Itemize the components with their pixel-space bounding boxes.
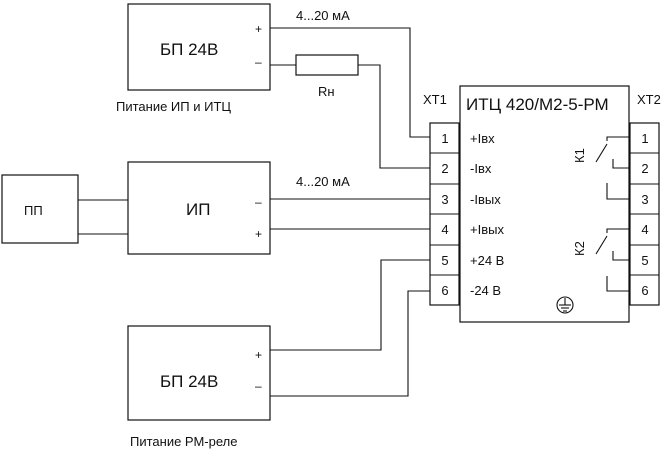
- psu-top-label: БП 24В: [160, 40, 218, 59]
- wire-resistor-to-xt1-2: [358, 64, 430, 169]
- xt1-label: ХТ1: [423, 92, 447, 107]
- resistor-label: Rн: [318, 84, 335, 99]
- relay-k2-no: [606, 276, 630, 292]
- relay-k2-common: [606, 228, 630, 233]
- signal-out-minus: -Iвых: [470, 192, 501, 207]
- ip-plus: +: [255, 227, 262, 241]
- signal-out-plus: +Iвых: [470, 222, 504, 237]
- signal-supply-minus: -24 В: [470, 283, 501, 298]
- current-label-mid: 4...20 мА: [296, 174, 350, 189]
- relay-k1-common: [606, 136, 630, 141]
- psu-bottom-box: [127, 325, 271, 421]
- xt2-terminal-block: 1 2 3 4 5 6: [629, 122, 660, 306]
- primary-sensor: ПП: [1, 174, 79, 244]
- resistor-body: [295, 54, 359, 76]
- xt2-label: ХТ2: [637, 92, 661, 107]
- load-resistor: Rн: [295, 54, 359, 99]
- psu-bottom: БП 24В + – Питание РМ-реле: [127, 325, 271, 449]
- psu-bottom-minus: –: [255, 379, 262, 393]
- itc-device: ИТЦ 420/М2-5-РМ ХТ1 ХТ2 1 2 3 4 5 6 +Iвх…: [423, 85, 661, 323]
- relay-k1-label: К1: [572, 148, 587, 163]
- wires: [78, 27, 430, 397]
- xt2-terminal-2: 2: [641, 161, 648, 176]
- xt2-terminal-1: 1: [641, 131, 648, 146]
- pp-label: ПП: [24, 203, 43, 218]
- wire-psu-plus-to-xt1-1: [270, 27, 430, 138]
- xt1-terminal-4: 4: [441, 222, 448, 237]
- psu-bottom-caption: Питание РМ-реле: [130, 434, 237, 449]
- relay-k2: К2: [572, 228, 630, 292]
- xt2-terminal-6: 6: [641, 283, 648, 298]
- xt2-terminal-5: 5: [641, 253, 648, 268]
- wire-psu2-plus-to-xt1-5: [270, 259, 430, 351]
- psu-top-caption: Питание ИП и ИТЦ: [116, 99, 231, 114]
- psu-top-plus: +: [255, 22, 262, 36]
- xt1-terminal-3: 3: [441, 192, 448, 207]
- relay-k1-contact: [595, 143, 608, 163]
- xt1-terminal-1: 1: [441, 131, 448, 146]
- itc-title: ИТЦ 420/М2-5-РМ: [466, 95, 609, 114]
- relay-k1-nc: [612, 159, 630, 169]
- psu-top-minus: –: [255, 55, 262, 69]
- current-label-top: 4...20 мА: [296, 8, 350, 23]
- xt2-terminal-4: 4: [641, 222, 648, 237]
- itc-box: [459, 85, 630, 323]
- relay-k1-no: [606, 183, 630, 200]
- psu-top-box: [127, 3, 271, 91]
- measuring-transducer: ИП – +: [127, 161, 271, 255]
- relay-k1: К1: [572, 136, 630, 200]
- ip-box: [127, 161, 271, 255]
- signal-supply-plus: +24 В: [470, 253, 504, 268]
- xt1-terminal-2: 2: [441, 161, 448, 176]
- psu-top: БП 24В + – Питание ИП и ИТЦ: [116, 3, 271, 114]
- xt1-terminal-6: 6: [441, 283, 448, 298]
- ip-minus: –: [255, 195, 262, 209]
- xt2-terminal-3: 3: [641, 192, 648, 207]
- ground-icon: [556, 296, 574, 314]
- xt1-terminal-block: 1 2 3 4 5 6: [429, 122, 460, 306]
- relay-k2-contact: [595, 235, 608, 255]
- ip-label: ИП: [186, 200, 210, 219]
- wire-psu2-minus-to-xt1-6: [270, 290, 430, 397]
- psu-bottom-label: БП 24В: [160, 372, 218, 391]
- xt1-terminal-5: 5: [441, 253, 448, 268]
- relay-k2-label: К2: [572, 241, 587, 256]
- relay-k2-nc: [612, 251, 630, 261]
- pp-box: [1, 174, 79, 244]
- signal-in-minus: -Iвх: [470, 161, 492, 176]
- psu-bottom-plus: +: [255, 348, 262, 362]
- signal-in-plus: +Iвх: [470, 131, 495, 146]
